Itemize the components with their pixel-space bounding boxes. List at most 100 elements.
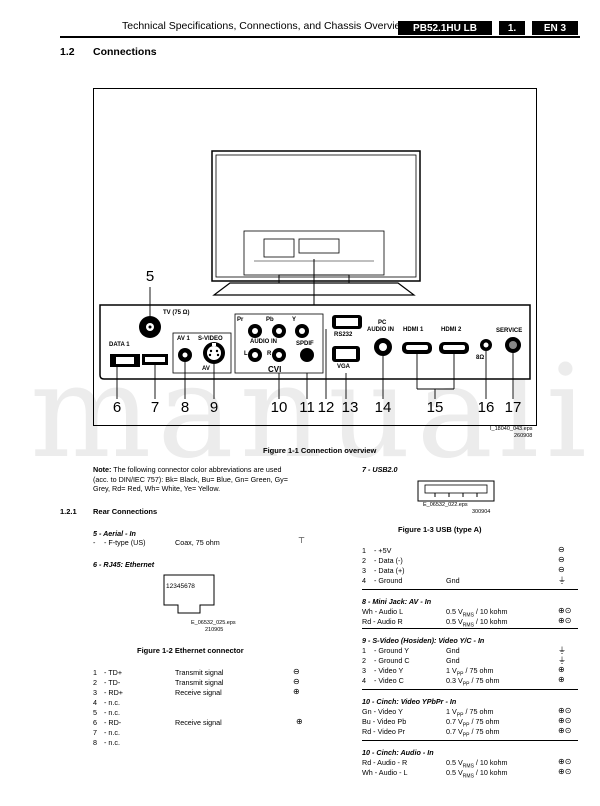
table-row-value: 1 VPP / 75 ohm (446, 707, 494, 719)
section-divider (362, 689, 578, 690)
usb-connector-drawing (417, 480, 495, 502)
io-icon: ⊖ (558, 545, 565, 554)
table-row-signal: - TD+ (104, 668, 123, 677)
table-row-signal: - Data (+) (374, 566, 405, 575)
io-icon: ⊖ (558, 565, 565, 574)
table-row-signal: - Video C (374, 676, 404, 685)
rj45-date: 210905 (205, 627, 224, 633)
table-row-pin: 3 (93, 688, 97, 697)
note-text-1: The following connector color abbreviati… (113, 465, 282, 474)
input-icon: ⊕⊙ (558, 606, 572, 615)
table-row-value: Gnd (446, 576, 460, 585)
rj45-pins: 12345678 (166, 583, 195, 590)
table-row-desc: Transmit signal (175, 668, 224, 677)
table-row-value: 0.3 VPP / 75 ohm (446, 676, 500, 688)
audio-title: 10 - Cinch: Audio - In (362, 748, 434, 757)
usb-date: 300904 (472, 509, 491, 515)
callout-15: 15 (426, 399, 444, 416)
input-icon: ⊕⊙ (558, 757, 572, 766)
table-row-signal: - Ground (374, 576, 403, 585)
label-hdmi2: HDMI 2 (441, 327, 462, 333)
callout-12: 12 (317, 399, 335, 416)
io-icon: ⊖ (558, 555, 565, 564)
table-row-pin: 1 (362, 546, 366, 555)
label-spdif: SPDIF (296, 341, 314, 347)
label-svideo: S-VIDEO (198, 336, 223, 342)
rear-title: Rear Connections (93, 507, 158, 516)
label-cvi: CVI (268, 365, 282, 374)
table-row-value: 1 VPP / 75 ohm (446, 666, 494, 678)
aerial-bullet: - (93, 538, 96, 547)
table-row-desc: Transmit signal (175, 678, 224, 687)
subscript: PP (462, 681, 470, 688)
table-row-pin: 8 (93, 738, 97, 747)
label-hdmi1: HDMI 1 (403, 327, 424, 333)
subscript: PP (462, 722, 470, 729)
section-title: Connections (93, 46, 157, 58)
section-divider (362, 589, 578, 590)
section-num: 1.2 (60, 46, 75, 58)
label-y: Y (292, 317, 297, 323)
callout-17: 17 (504, 399, 522, 416)
table-row-signal: Wh - Audio - L (362, 768, 408, 777)
subscript: PP (456, 671, 464, 678)
input-icon: ⊕ (558, 675, 565, 684)
table-row-desc: Receive signal (175, 718, 222, 727)
table-row-value: 0.5 VRMS / 10 kohm (446, 768, 508, 780)
label-av: AV (202, 366, 210, 372)
table-row-signal: - RD- (104, 718, 122, 727)
input-symbol-icon: ⊕ (296, 717, 303, 726)
table-row-pin: 7 (93, 728, 97, 737)
connection-overview-figure: TV (75 Ω) DATA 1 AV 1 S-VIDEO AV Pr Pb Y… (93, 88, 537, 426)
aerial-symbol-icon: ⊤ (298, 536, 305, 545)
usb-file: E_06532_022.eps (423, 502, 468, 508)
input-icon: ⊕⊙ (558, 726, 572, 735)
table-row-pin: 4 (362, 676, 366, 685)
table-row-signal: Rd - Audio - R (362, 758, 408, 767)
note-label: Note: (93, 465, 112, 474)
callout-10: 10 (270, 399, 288, 416)
table-row-pin: 3 (362, 566, 366, 575)
table-row-pin: 4 (93, 698, 97, 707)
label-tv: TV (75 Ω) (163, 310, 190, 316)
input-symbol-icon: ⊕ (293, 687, 300, 696)
rj45-caption: Figure 1-2 Ethernet connector (137, 646, 244, 655)
label-pc: PC (378, 320, 387, 326)
fig1-file: I_18040_043.eps (490, 426, 533, 432)
label-rs232: RS232 (334, 332, 353, 338)
table-row-value: 0.5 VRMS / 10 kohm (446, 617, 508, 629)
table-row-signal: - TD- (104, 678, 121, 687)
table-row-pin: 4 (362, 576, 366, 585)
table-row-pin: 3 (362, 666, 366, 675)
ground-icon: ⏚ (558, 656, 566, 665)
subscript: RMS (462, 612, 474, 619)
table-row-signal: - n.c. (104, 738, 120, 747)
usb-title: 7 - USB2.0 (362, 465, 398, 474)
table-row-signal: - +5V (374, 546, 392, 555)
fig1-caption: Figure 1-1 Connection overview (263, 446, 377, 455)
callout-16: 16 (477, 399, 495, 416)
header-rule (60, 36, 580, 38)
subscript: PP (462, 732, 470, 739)
table-row-signal: - n.c. (104, 708, 120, 717)
rear-num: 1.2.1 (60, 507, 77, 516)
label-audio-in: AUDIO IN (250, 339, 277, 345)
callout-13: 13 (341, 399, 359, 416)
label-vga: VGA (337, 364, 351, 370)
table-row-value: 0.5 VRMS / 10 kohm (446, 758, 508, 770)
ground-icon: ⏚ (558, 646, 566, 655)
lang-badge: EN 3 (532, 21, 578, 35)
label-av1: AV 1 (177, 336, 190, 342)
table-row-signal: - Ground Y (374, 646, 410, 655)
label-l: L (244, 351, 248, 357)
aerial-spec: Coax, 75 ohm (175, 538, 220, 547)
label-data1: DATA 1 (109, 342, 130, 348)
section-divider (362, 740, 578, 741)
output-symbol-icon: ⊖ (293, 677, 300, 686)
ground-icon: ⏚ (558, 576, 566, 585)
model-badge: PB52.1HU LB (398, 21, 492, 35)
subscript: PP (456, 712, 464, 719)
output-symbol-icon: ⊖ (293, 667, 300, 676)
aerial-type: - F-type (US) (104, 538, 146, 547)
subscript: RMS (462, 622, 474, 629)
